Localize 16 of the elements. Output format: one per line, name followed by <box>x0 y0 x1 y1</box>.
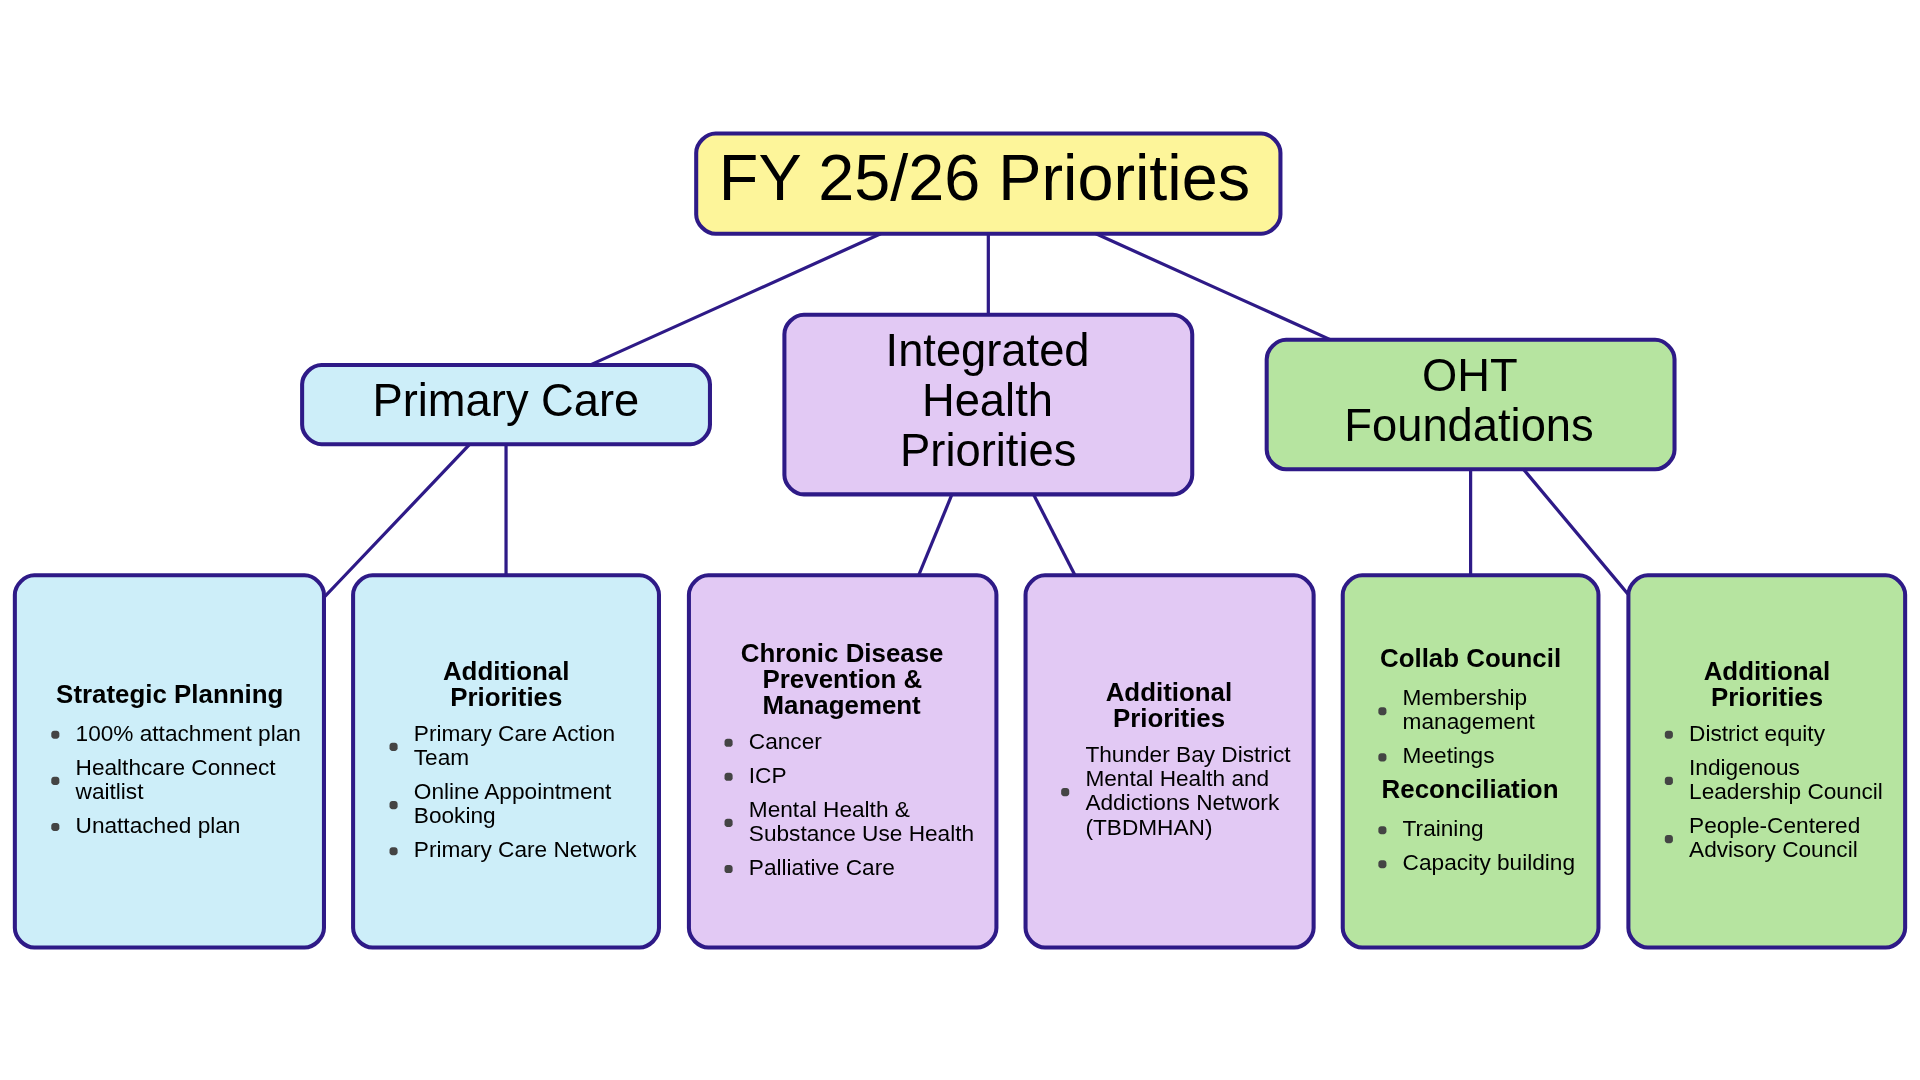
node-box: Integrated Health Priorities <box>782 312 1195 496</box>
connector <box>917 493 954 576</box>
node-box: Additional Priorities Primary Care Action Team Online Appointment Booking Primary Care Network <box>351 572 661 950</box>
node-box: Strategic Planning 100% attachment plan Healthcare Connect waitlist Unattached plan <box>12 572 326 950</box>
node-box: Chronic Disease Prevention & Management Cancer ICP Mental Health & Substance Use Health Palliative Care <box>686 572 999 950</box>
node-box: FY 25/26 Priorities <box>694 130 1283 236</box>
connector <box>986 233 990 314</box>
connector <box>504 444 508 575</box>
connector <box>1032 493 1077 576</box>
node-box: Primary Care <box>300 362 712 446</box>
node-box: Collab Council Membership management Meetings Reconciliation Training Capacity building <box>1340 572 1601 950</box>
connector <box>322 443 471 599</box>
node-box: Additional Priorities District equity Indigenous Leadership Council People-Centered Advisory Council <box>1626 572 1908 950</box>
node-box: Additional Priorities Thunder Bay District Mental Health and Addictions Network (TBDMHAN) <box>1023 572 1316 950</box>
connector <box>1469 468 1473 575</box>
node-box: OHT Foundations <box>1264 337 1677 471</box>
